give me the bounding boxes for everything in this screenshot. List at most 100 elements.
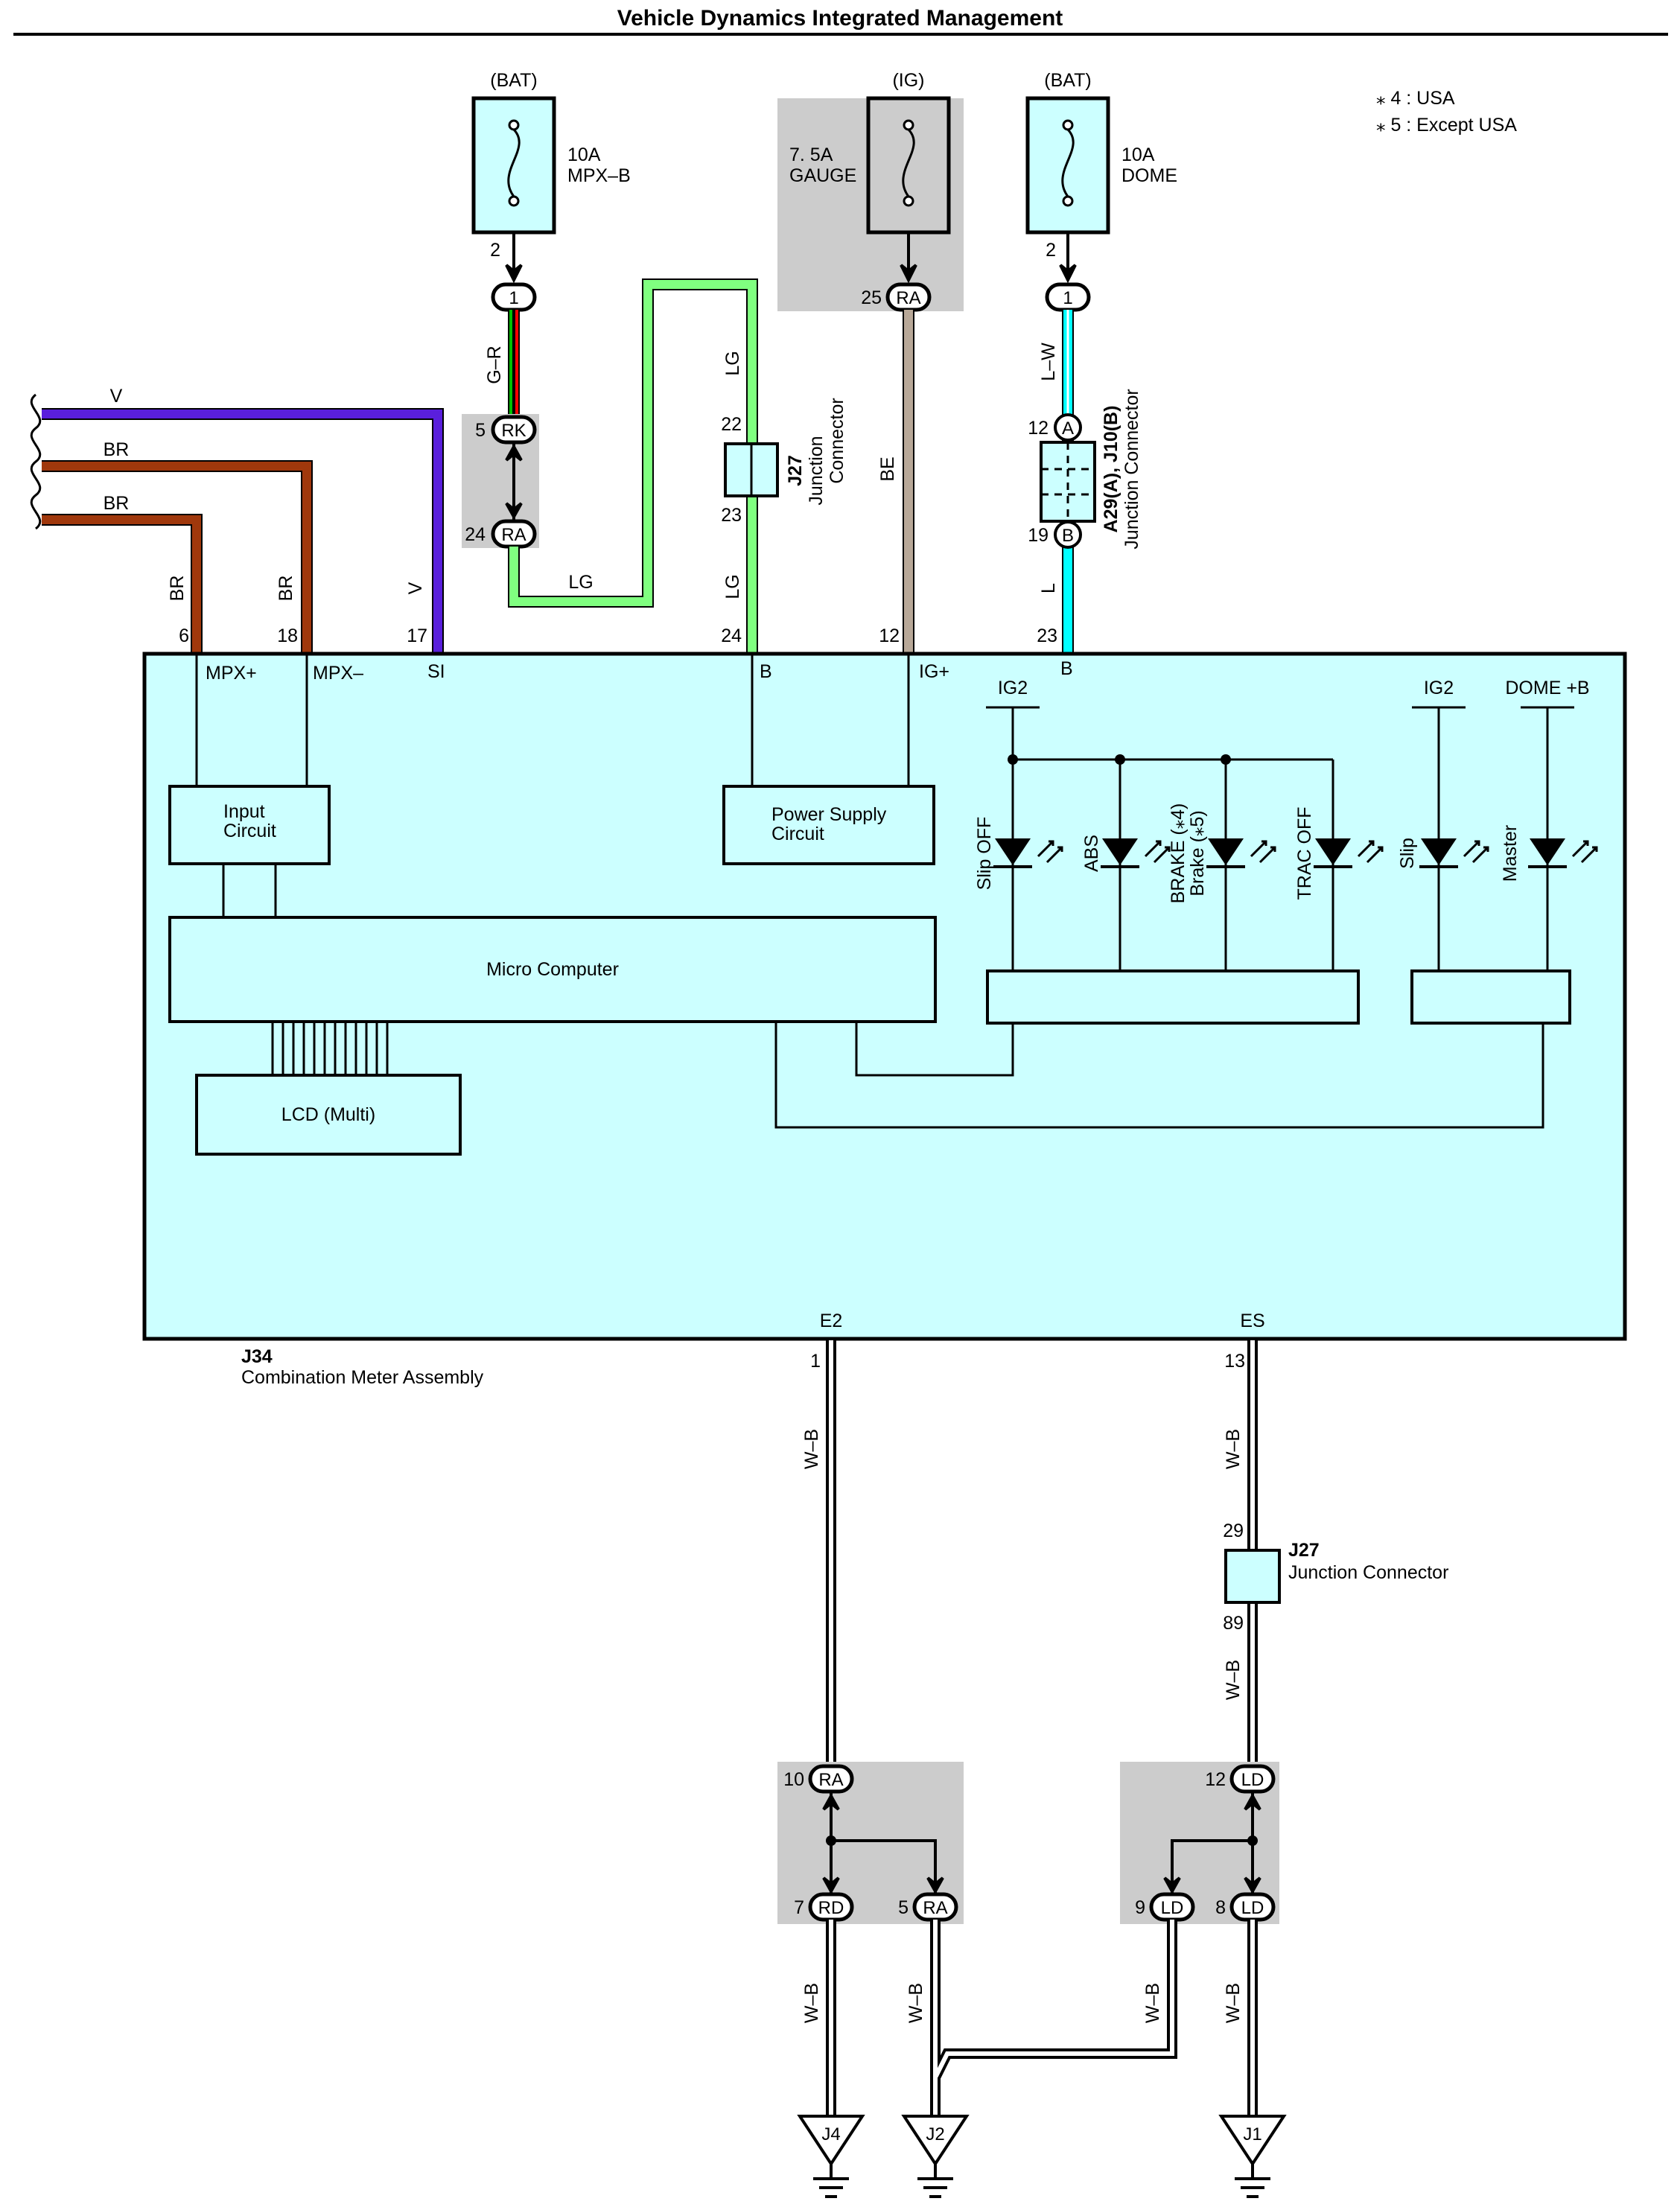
- pin-b2-num: 23: [1037, 625, 1057, 646]
- power-supply-circuit: [722, 785, 935, 865]
- wire-br-label-top2: BR: [104, 493, 130, 514]
- connector-rk-conn: RK: [501, 421, 526, 441]
- junction-j27-top: 22 23 J27 Junction Connector: [721, 398, 847, 526]
- ground-j2: J2: [901, 2115, 970, 2198]
- fuse-mpxb: (BAT) 10A MPX–B 2 1: [471, 70, 631, 312]
- led-driver-block-right: [1410, 969, 1571, 1025]
- junction-a29: A 12 B 19 A29(A), J10(B) Junction Connec…: [1028, 389, 1142, 549]
- micro-computer: [168, 916, 937, 1023]
- power-supply-label2: Circuit: [771, 824, 824, 844]
- junction-j27-top-pin-out: 23: [721, 505, 742, 526]
- led-trac-off-label: TRAC OFF: [1294, 807, 1315, 900]
- lcd-multi-label: LCD (Multi): [281, 1104, 375, 1125]
- wire-wb-label-3: W–B: [1223, 1660, 1244, 1700]
- fuse-dome-name: DOME: [1121, 165, 1177, 186]
- fuse-gauge-conn: RA: [896, 288, 920, 308]
- fuse-gauge: (IG) 7. 5A GAUGE RA 25: [777, 70, 964, 312]
- page-title: Vehicle Dynamics Integrated Management: [617, 6, 1063, 31]
- fuse-dome: (BAT) 10A DOME 2 1: [1025, 70, 1177, 312]
- micro-computer-label: Micro Computer: [486, 959, 619, 980]
- fuse-dome-rating: 10A: [1121, 144, 1155, 165]
- junction-j27-top-id: J27: [785, 455, 806, 486]
- led-slip-icon: [1419, 838, 1489, 868]
- ground-conn-right-a-pin: 9: [1135, 1897, 1145, 1918]
- wire-lg-label-top: LG: [722, 351, 743, 375]
- fuse-dome-pin: 2: [1046, 240, 1056, 261]
- wire-lg-label-bottom: LG: [568, 572, 593, 593]
- wire-wb-label-1: W–B: [801, 1429, 822, 1469]
- pin-b1-label: B: [760, 661, 772, 682]
- led-abs-label: ABS: [1081, 835, 1102, 872]
- pin-e2-label: E2: [820, 1311, 843, 1331]
- wire-lg: LG LG LG: [508, 278, 758, 654]
- ground-j1: J1: [1218, 2115, 1287, 2198]
- junction-j27-top-pin-in: 22: [721, 414, 742, 435]
- wire-l-w-label: L–W: [1038, 343, 1059, 381]
- fuse-gauge-box: [866, 96, 951, 235]
- fuse-dome-conn: 1: [1063, 288, 1072, 308]
- fuse-gauge-pin: 25: [861, 287, 882, 308]
- led-master-label: Master: [1500, 825, 1521, 882]
- fuse-gauge-source: (IG): [892, 70, 924, 91]
- led-brake-usa-label: BRAKE (⁎4): [1168, 803, 1189, 904]
- fuse-mpxb-rating: 10A: [567, 144, 601, 165]
- connector-ra-conn: RA: [501, 525, 526, 545]
- ground-conn-left-top-conn: RA: [818, 1770, 843, 1790]
- pin-si-num: 17: [407, 625, 427, 646]
- wire-g-r-label: G–R: [484, 345, 505, 383]
- wire-wb-label-4: W–B: [801, 1983, 822, 2023]
- junction-a29-conn-out: [1054, 520, 1082, 549]
- note-usa: ⁎ 4 : USA: [1376, 88, 1455, 109]
- pin-si-label: SI: [427, 661, 445, 682]
- wire-br-label-top1: BR: [104, 439, 130, 460]
- pin-es-num: 13: [1224, 1351, 1245, 1372]
- pin-e2-num: 1: [810, 1351, 821, 1372]
- junction-j27-top-name1: Junction: [806, 436, 827, 505]
- wire-group-left: V BR BR BR BR V: [30, 386, 444, 654]
- ground-j4: J4: [797, 2115, 865, 2198]
- pin-es-label: ES: [1240, 1311, 1264, 1331]
- ground-j1-label: J1: [1243, 2124, 1261, 2144]
- junction-j27-bottom-name: Junction Connector: [1288, 1562, 1448, 1583]
- ground-conn-right-top-pin: 12: [1205, 1769, 1226, 1790]
- ground-conn-left-top-pin: 10: [783, 1769, 804, 1790]
- input-circuit-label1: Input: [223, 801, 265, 822]
- supply-ig2-right: IG2: [1424, 678, 1454, 698]
- ground-j4-icon: [797, 2115, 865, 2167]
- junction-j27-bottom: 29 89 J27 Junction Connector: [1223, 1520, 1448, 1634]
- led-trac-off-icon: [1314, 838, 1384, 868]
- led-slip-label: Slip: [1397, 838, 1418, 869]
- ground-conn-left-b-pin: 5: [898, 1897, 909, 1918]
- fuse-mpxb-conn: 1: [509, 288, 518, 308]
- combination-meter: 6 18 17 24 12 23 MPX+ MPX– SI B IG+ B In…: [142, 625, 1627, 1341]
- ground-j2-icon: [901, 2115, 970, 2167]
- junction-a29-id: A29(A), J10(B): [1101, 406, 1121, 533]
- led-abs-icon: [1101, 838, 1171, 868]
- pin-ig-plus-num: 12: [879, 625, 900, 646]
- fuse-gauge-name: GAUGE: [789, 165, 856, 186]
- junction-a29-pin-out: 19: [1028, 525, 1049, 546]
- ground-conn-right-a-conn: LD: [1161, 1898, 1184, 1918]
- input-circuit-label2: Circuit: [223, 821, 276, 841]
- pin-mpx-plus-label: MPX+: [206, 663, 257, 684]
- fuse-mpxb-name: MPX–B: [567, 165, 631, 186]
- connector-rk-pin: 5: [475, 420, 486, 441]
- meter-id: J34: [241, 1346, 273, 1367]
- ground-conn-right-top-conn: LD: [1241, 1770, 1264, 1790]
- led-slip-off-label: Slip OFF: [974, 817, 995, 891]
- wire-be: BE: [877, 310, 914, 654]
- led-driver-block-left: [986, 969, 1360, 1025]
- lcd-bus: [271, 1022, 389, 1075]
- supply-dome-b: DOME +B: [1505, 678, 1589, 698]
- fuse-mpxb-pin: 2: [490, 240, 500, 261]
- fuse-mpxb-box: [471, 96, 556, 235]
- wire-br-label-v2: BR: [276, 576, 296, 602]
- ground-conn-right-b-pin: 8: [1215, 1897, 1226, 1918]
- fuse-gauge-element-icon: [902, 128, 915, 197]
- led-brake-except-label: Brake (⁎5): [1187, 810, 1208, 896]
- wire-be-label: BE: [877, 456, 898, 481]
- ground-j2-label: J2: [926, 2124, 944, 2144]
- meter-name: Combination Meter Assembly: [241, 1367, 484, 1388]
- ground-conn-left-b-conn: RA: [923, 1898, 947, 1918]
